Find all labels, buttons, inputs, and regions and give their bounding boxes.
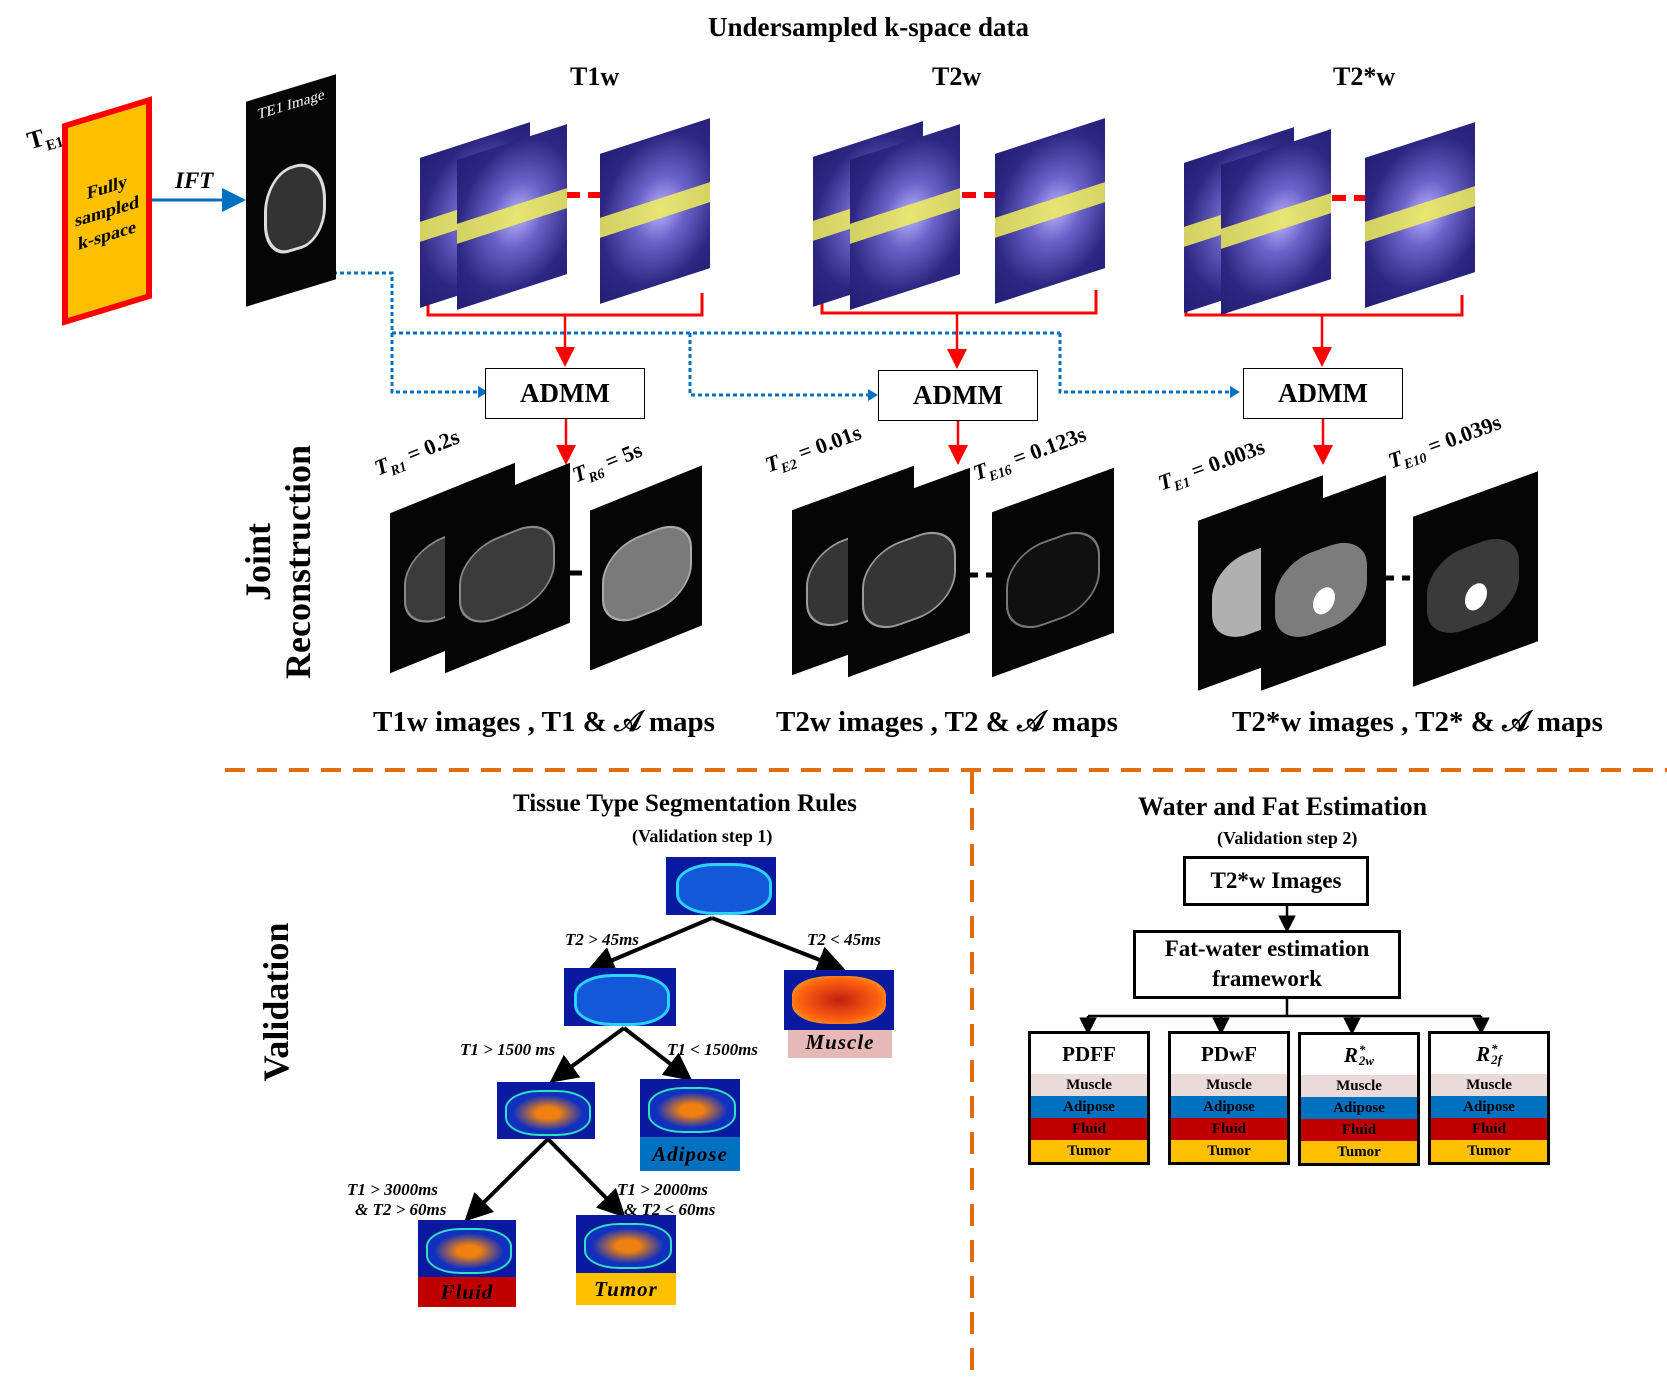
sequence-label-t1w: T1w	[570, 62, 620, 91]
te1-image: TE1 Image	[246, 74, 336, 307]
admm-box-t1w: ADMM	[485, 368, 645, 419]
map-title: PDwF	[1201, 1041, 1257, 1066]
map-row-fluid: Fluid	[1031, 1118, 1147, 1140]
rule-t1-greater-1500: T1 > 1500 ms	[460, 1040, 556, 1059]
map-row-tumor: Tumor	[1301, 1141, 1417, 1163]
tissue-tag-tumor: Tumor	[576, 1273, 676, 1305]
map-title: PDFF	[1062, 1041, 1116, 1066]
map-row-muscle: Muscle	[1031, 1074, 1147, 1096]
fully-sampled-kspace-label: Fully sampled k-space	[74, 170, 139, 254]
main-title: Undersampled k-space data	[708, 12, 1030, 42]
red-brackets	[426, 290, 1464, 317]
admm-box-t2starw: ADMM	[1243, 368, 1403, 419]
framework-line2: framework	[1212, 966, 1322, 991]
t2starw-images-box: T2*w Images	[1183, 856, 1369, 906]
framework-line1: Fat-water estimation	[1164, 936, 1370, 961]
rule-t2-greater-45: T2 > 45ms	[565, 930, 639, 949]
joint-label-line2: Reconstruction	[278, 445, 318, 679]
tree-muscle-map	[784, 970, 894, 1030]
sequence-label-t2w: T2w	[932, 62, 982, 91]
sequence-label-t2starw: T2*w	[1333, 62, 1396, 91]
rule-t2-less-45: T2 < 45ms	[807, 930, 881, 949]
ift-label: IFT	[175, 168, 214, 193]
map-row-adipose: Adipose	[1171, 1096, 1287, 1118]
tissue-tag-muscle: Muscle	[788, 1030, 892, 1058]
rule-tumor-line2: & T2 < 60ms	[624, 1200, 716, 1219]
admm-box-t2w: ADMM	[878, 370, 1038, 421]
prior-arrowhead-1	[478, 386, 488, 398]
tree-root-map	[666, 857, 776, 915]
map-row-fluid: Fluid	[1171, 1118, 1287, 1140]
map-row-muscle: Muscle	[1171, 1074, 1287, 1096]
joint-reconstruction-label: Joint Reconstruction	[238, 432, 322, 692]
rule-fluid-line1: T1 > 3000ms	[347, 1180, 438, 1199]
map-row-tumor: Tumor	[1171, 1140, 1287, 1162]
fully-sampled-kspace-box: Fully sampled k-space	[62, 96, 152, 326]
tree-t2-high-map	[564, 968, 676, 1026]
tree-t1-high-map	[497, 1082, 595, 1139]
map-row-adipose: Adipose	[1031, 1096, 1147, 1118]
map-row-adipose: Adipose	[1431, 1096, 1547, 1118]
tree-fluid-map	[418, 1220, 516, 1277]
water-fat-title: Water and Fat Estimation	[1138, 792, 1428, 821]
prior-dotted-lines	[298, 271, 1230, 397]
rule-tumor-line1: T1 > 2000ms	[617, 1180, 708, 1199]
anatomy-shape	[264, 155, 326, 261]
t2starw-caption: T2*w images , T2* & 𝒜 maps	[1232, 706, 1603, 738]
prior-arrowhead-2	[868, 389, 878, 401]
tree-adipose-map	[640, 1079, 740, 1137]
map-row-tumor: Tumor	[1431, 1140, 1547, 1162]
segmentation-title: Tissue Type Segmentation Rules	[513, 790, 857, 817]
map-title: R*2w	[1343, 1042, 1375, 1068]
t2w-caption: T2w images , T2 & 𝒜 maps	[776, 706, 1118, 738]
rule-t1-less-1500: T1 < 1500ms	[667, 1040, 758, 1059]
map-title: R*2f	[1476, 1041, 1502, 1067]
fat-water-framework-box: Fat-water estimation framework	[1133, 930, 1401, 999]
map-row-adipose: Adipose	[1301, 1097, 1417, 1119]
segmentation-subtitle: (Validation step 1)	[632, 826, 773, 846]
map-row-fluid: Fluid	[1431, 1118, 1547, 1140]
map-row-muscle: Muscle	[1431, 1074, 1547, 1096]
tissue-tag-fluid: Fluid	[418, 1277, 516, 1307]
t1w-caption: T1w images , T1 & 𝒜 maps	[373, 706, 715, 738]
tissue-tag-adipose: Adipose	[640, 1137, 740, 1171]
validation-label: Validation	[256, 922, 296, 1082]
map-row-tumor: Tumor	[1031, 1140, 1147, 1162]
rule-fluid-line2: & T2 > 60ms	[355, 1200, 447, 1219]
tree-tumor-map	[576, 1215, 676, 1273]
joint-label-line1: Joint	[238, 523, 278, 602]
water-fat-subtitle: (Validation step 2)	[1217, 828, 1358, 848]
prior-arrowhead-3	[1230, 386, 1240, 398]
map-row-muscle: Muscle	[1301, 1075, 1417, 1097]
map-row-fluid: Fluid	[1301, 1119, 1417, 1141]
